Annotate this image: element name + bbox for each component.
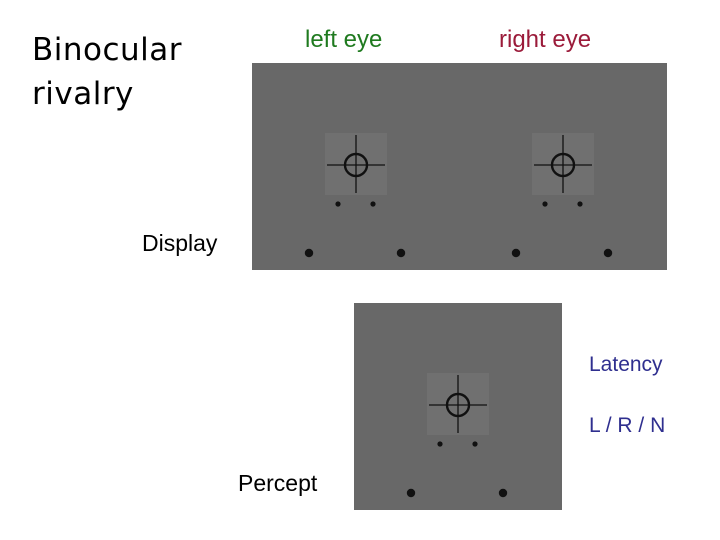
percept-panel xyxy=(354,303,562,510)
fixation-circle xyxy=(343,152,369,178)
title-line-2: rivalry xyxy=(32,76,134,112)
percept-stimulus xyxy=(354,303,562,510)
slide-title: Binocular rivalry xyxy=(32,28,182,116)
display-panel xyxy=(252,63,667,270)
stimulus-svg xyxy=(406,373,508,498)
right-eye-label: right eye xyxy=(499,26,592,53)
large-dot-right xyxy=(498,488,508,498)
fixation-circle xyxy=(445,392,471,418)
fixation-circle xyxy=(550,152,576,178)
large-dot-right xyxy=(396,248,406,258)
stimulus-svg xyxy=(304,133,406,258)
large-dot-left xyxy=(406,488,416,498)
small-dot-right xyxy=(577,201,583,207)
small-dot-right xyxy=(370,201,376,207)
large-dot-left xyxy=(304,248,314,258)
large-dot-right xyxy=(603,248,613,258)
small-dot-right xyxy=(472,441,478,447)
small-dot-left xyxy=(335,201,341,207)
small-dot-left xyxy=(437,441,443,447)
percept-label: Percept xyxy=(238,470,318,496)
stimulus-svg xyxy=(511,133,613,258)
small-dot-left xyxy=(542,201,548,207)
left-eye-label: left eye xyxy=(305,26,383,53)
latency-label: Latency xyxy=(589,353,663,376)
large-dot-left xyxy=(511,248,521,258)
left-eye-stimulus xyxy=(252,63,460,270)
title-line-1: Binocular xyxy=(32,32,183,68)
response-options: L / R / N xyxy=(589,414,666,437)
right-eye-stimulus xyxy=(459,63,667,270)
display-label: Display xyxy=(142,230,218,256)
